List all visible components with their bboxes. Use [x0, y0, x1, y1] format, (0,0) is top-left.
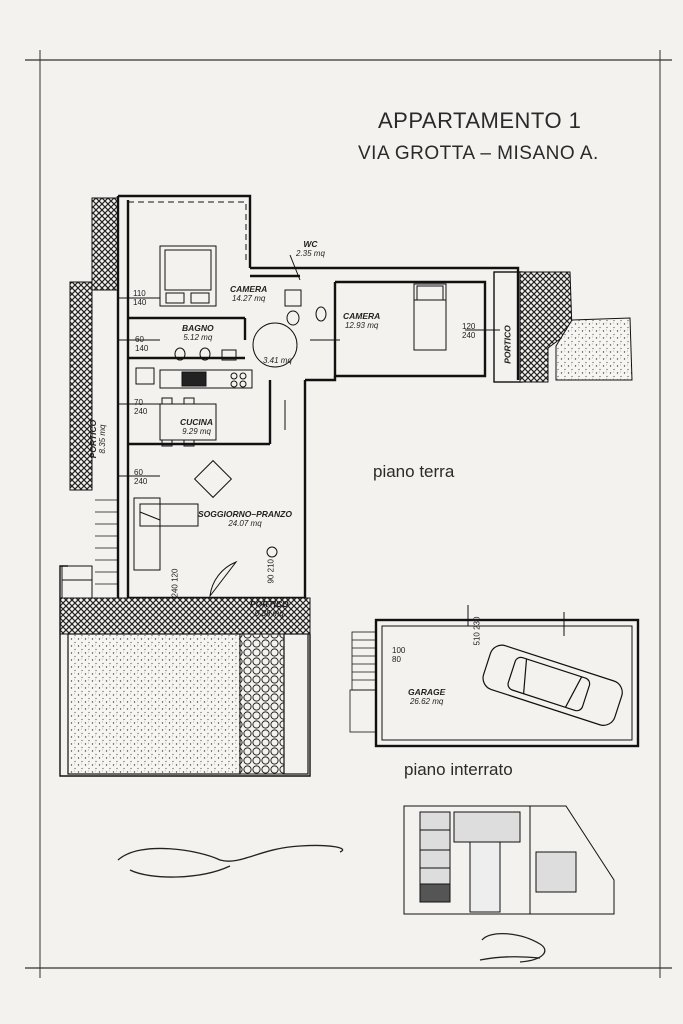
sheet-subtitle: VIA GROTTA – MISANO A. [358, 143, 599, 164]
room-label-cucina: CUCINA 9.29 mq [180, 417, 214, 437]
hall-circle [252, 322, 298, 368]
room-area: 5.12 mq [183, 333, 213, 342]
car-icon [482, 644, 623, 726]
room-area: 24.07 mq [228, 519, 262, 528]
kitchen-counter [135, 367, 253, 389]
dim-height: 80 [392, 655, 401, 664]
room-label-soggiorno: SOGGIORNO–PRANZO 24.07 mq [198, 509, 292, 529]
right-terrace [555, 317, 633, 381]
kitchen-table [159, 397, 217, 447]
dim-width: 90 [266, 574, 276, 584]
sofa [133, 497, 199, 571]
room-name: BAGNO [182, 323, 214, 333]
room-label-portico-bottom: PORTICO 0.88 mq [250, 599, 289, 619]
room-name: CAMERA [230, 284, 268, 294]
room-name: PORTICO [88, 419, 98, 459]
dim-width: 60 [134, 468, 143, 477]
room-label-garage: GARAGE 26.62 mq [408, 687, 446, 707]
dim-garage-door: 510 230 [473, 616, 482, 646]
room-name: GARAGE [408, 687, 446, 697]
room-name: WC [303, 239, 318, 249]
dim-height: 240 [134, 407, 148, 416]
dim-entry-door: 240 120 [171, 568, 180, 598]
bed-camera-1 [159, 245, 217, 307]
dim-height: 120 [170, 568, 180, 582]
room-area: 8.35 mq [98, 424, 107, 454]
floor-label-basement: piano interrato [404, 760, 513, 779]
front-door-swing [209, 560, 238, 598]
room-area: 14.27 mq [231, 294, 266, 303]
room-area: 2.35 mq [296, 249, 325, 258]
room-area: 26.62 mq [409, 697, 444, 706]
floor-label-ground: piano terra [373, 462, 455, 481]
dining-table [193, 459, 233, 499]
room-area: 9.29 mq [182, 427, 211, 436]
bed-camera-2 [413, 283, 447, 351]
room-name: PORTICO [502, 325, 513, 364]
room-label-camera-2: CAMERA 12.93 mq [343, 311, 381, 331]
signature-right [479, 932, 546, 963]
sheet-title: APPARTAMENTO 1 [378, 108, 582, 133]
dim-height: 140 [133, 298, 147, 307]
room-name: PORTICO [250, 599, 289, 609]
dim-bagno: 60 140 [135, 335, 148, 353]
dim-width: 110 [133, 289, 146, 298]
dim-soggiorno: 60 240 [134, 468, 147, 486]
signature-left [117, 844, 344, 878]
bagno-fixtures [174, 289, 327, 361]
room-label-portico-right: PORTICO [502, 325, 513, 365]
dim-width: 60 [135, 335, 144, 344]
garden-gravel [67, 633, 241, 775]
dim-height: 210 [266, 559, 276, 573]
dim-garage-window: 100 80 [392, 646, 405, 664]
room-label-wc: WC 2.35 mq [296, 239, 325, 259]
stairs-left [95, 499, 118, 585]
dim-camera-2: 120 240 [462, 322, 475, 340]
site-plan-thumbnail [403, 805, 615, 915]
room-area: 12.93 mq [344, 321, 379, 330]
room-label-camera-1: CAMERA 14.27 mq [230, 284, 268, 304]
room-name: CAMERA [343, 311, 381, 321]
dim-front-door: 90 210 [267, 554, 276, 584]
left-portico-wall [69, 281, 93, 491]
right-pillar-hatch [519, 271, 573, 383]
room-name: CUCINA [180, 417, 214, 427]
dim-height: 240 [134, 477, 148, 486]
south-wall-hatch [59, 597, 311, 635]
dim-width: 70 [134, 398, 143, 407]
garden-path [239, 633, 285, 775]
room-label-portico-left: PORTICO 8.35 mq [88, 419, 107, 459]
dim-height: 140 [135, 344, 149, 353]
left-pillar-top [91, 197, 119, 291]
door-ticks [118, 297, 500, 477]
ground-floor-walls [116, 194, 520, 600]
dim-camera-1: 110 140 [133, 289, 146, 307]
room-label-hall: 3.41 mq [263, 356, 292, 365]
dim-cucina: 70 240 [134, 398, 147, 416]
dim-width: 240 [170, 584, 180, 598]
dim-height: 230 [472, 616, 482, 630]
dim-width: 100 [392, 646, 406, 655]
garage-stairs [349, 631, 377, 733]
room-area: 3.41 mq [263, 356, 292, 365]
dim-height: 240 [462, 331, 476, 340]
dim-width: 510 [472, 632, 482, 646]
room-name: SOGGIORNO–PRANZO [198, 509, 292, 519]
room-label-bagno: BAGNO 5.12 mq [182, 323, 214, 343]
dim-width: 120 [462, 322, 476, 331]
room-area: 0.88 mq [254, 609, 284, 618]
